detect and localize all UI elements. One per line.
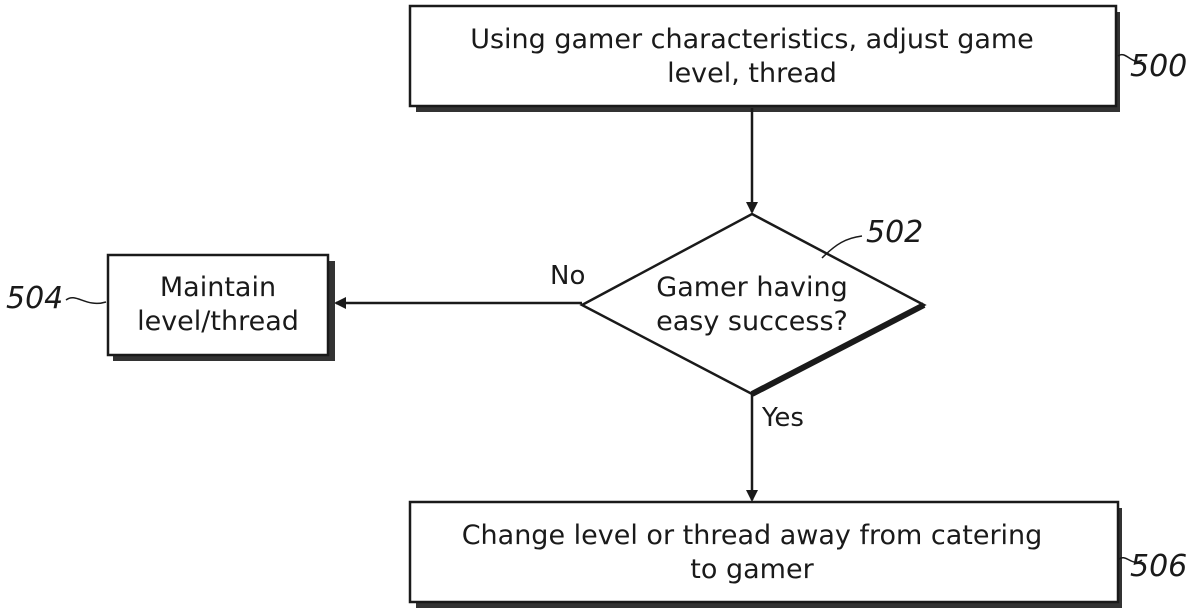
decision-502-text-line1: Gamer having	[656, 272, 847, 303]
step-506-text-line1: Change level or thread away from caterin…	[462, 520, 1043, 551]
step-506-text-line2: to gamer	[690, 554, 814, 585]
ref-506-label: 506	[1130, 549, 1187, 584]
edge-yes-label: Yes	[761, 403, 804, 433]
ref-500-label: 500	[1130, 49, 1187, 84]
step-500-text-line2: level, thread	[667, 58, 837, 89]
step-504-text-line2: level/thread	[137, 306, 299, 337]
ref-502-label: 502	[866, 215, 923, 250]
decision-502-text-line2: easy success?	[656, 306, 848, 337]
step-504-text-line1: Maintain	[160, 272, 276, 303]
step-504-box: Maintain level/thread	[108, 255, 335, 361]
edge-no-label: No	[550, 261, 585, 291]
step-506-box: Change level or thread away from caterin…	[410, 502, 1122, 608]
step-500-text-line1: Using gamer characteristics, adjust game	[470, 24, 1034, 55]
step-500-box: Using gamer characteristics, adjust game…	[410, 6, 1120, 112]
ref-504-leader	[66, 298, 106, 304]
ref-504-label: 504	[6, 281, 63, 316]
